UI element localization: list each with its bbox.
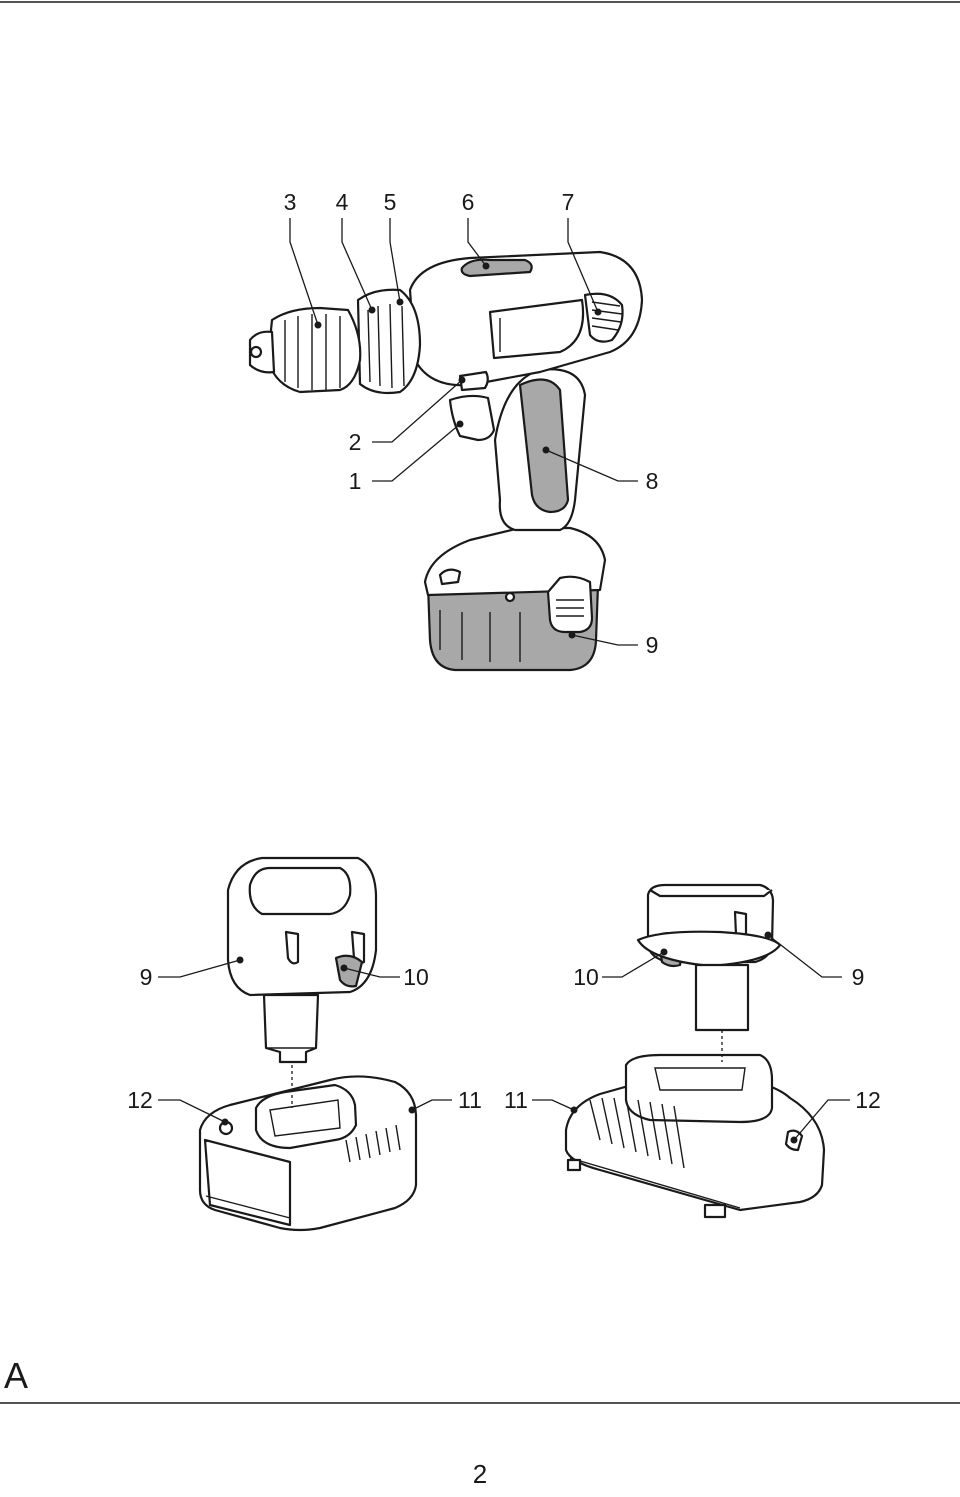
callout-6: 6 [462,189,475,215]
trigger-switch [448,394,496,442]
left-callout-10: 10 [403,964,429,990]
right-battery-stem [694,963,750,1032]
right-callout-12: 12 [855,1087,881,1113]
right-callout-10: 10 [573,964,599,990]
right-charger-slot [624,1053,774,1124]
callout-9: 9 [646,632,659,658]
right-charger-leaders [532,931,850,1144]
callout-8: 8 [646,468,659,494]
vent-panel [488,298,585,360]
callout-5: 5 [384,189,397,215]
callout-4: 4 [336,189,349,215]
callout-1: 1 [349,468,362,494]
left-battery-latch [334,954,364,988]
battery-latch [546,575,594,634]
left-callout-12: 12 [127,1087,153,1113]
keyless-chuck [266,306,362,394]
left-callout-9: 9 [140,964,153,990]
left-charger-illustration [198,856,418,1232]
callout-3: 3 [284,189,297,215]
callout-2: 2 [349,429,362,455]
right-callout-9: 9 [852,964,865,990]
left-battery-stem [262,993,320,1064]
figure-letter: A [4,1355,28,1396]
handle-grip [518,378,570,514]
right-charger-illustration [564,883,826,1219]
callout-7: 7 [562,189,575,215]
left-charger-leaders [158,956,452,1126]
drill-illustration [248,250,644,672]
gear-selector [460,258,533,278]
right-callout-11: 11 [504,1087,528,1113]
torque-collar [356,288,422,395]
page-number: 2 [473,1459,487,1489]
left-callout-11: 11 [458,1087,482,1113]
forward-reverse-slider [458,370,489,392]
drill-callout-leaders [289,218,638,646]
